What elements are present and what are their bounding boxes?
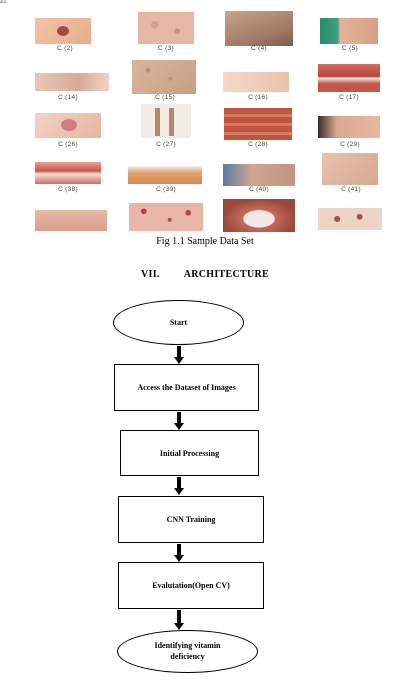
skin-sample-image [132,60,196,94]
sample-caption: C (17) [339,94,359,101]
skin-sample-image [320,18,378,44]
skin-sample-image [318,64,380,92]
skin-sample-image [35,162,101,184]
flow-arrow [174,544,184,562]
flowchart-start: Start [113,300,244,345]
skin-sample-image [223,164,295,186]
sample-caption: C (16) [248,94,268,101]
flowchart-step-evaluation: Evalutation(Open CV) [118,562,264,609]
sample-caption: C (2) [57,45,73,52]
section-heading: VII. ARCHITECTURE [0,269,410,280]
sample-caption: C (39) [156,186,176,193]
flow-arrow [174,610,184,630]
skin-sample-image [35,73,109,91]
sample-caption: C (28) [248,141,268,148]
page-corner-text: ata: [0,0,8,5]
skin-sample-image [322,153,378,185]
skin-sample-image [128,166,202,184]
figure-caption: Fig 1.1 Sample Data Set [156,236,254,247]
sample-caption: C (3) [158,45,174,52]
section-title: ARCHITECTURE [183,269,269,280]
skin-sample-image [318,208,382,230]
flowchart-step-initial-processing: Initial Processing [120,430,259,476]
sample-caption: C (40) [249,186,269,193]
flowchart-end: Identifying vitamin deficiency [117,630,258,673]
flow-arrow [174,477,184,495]
sample-caption: C (15) [155,94,175,101]
skin-sample-image [35,18,91,44]
sample-caption: C (29) [340,141,360,148]
sample-caption: C (5) [342,45,358,52]
skin-sample-image [35,210,107,231]
skin-sample-image [223,72,289,92]
sample-caption: C (4) [251,45,267,52]
skin-sample-image [223,199,295,232]
skin-sample-image [318,116,380,138]
flow-arrow [174,412,184,430]
sample-caption: C (26) [58,141,78,148]
sample-caption: C (41) [341,186,361,193]
section-number: VII. [141,269,160,280]
skin-sample-image [224,108,292,140]
skin-sample-image [129,203,203,231]
flowchart-step-access-dataset: Access the Dataset of Images [114,364,259,411]
sample-caption: C (14) [58,94,78,101]
sample-caption: C (27) [156,141,176,148]
skin-sample-image [225,11,293,46]
skin-sample-image [141,104,191,138]
skin-sample-image [35,113,101,138]
skin-sample-image [138,12,194,44]
flow-arrow [174,346,184,364]
sample-caption: C (38) [58,186,78,193]
flowchart-step-cnn-training: CNN Training [118,496,264,543]
